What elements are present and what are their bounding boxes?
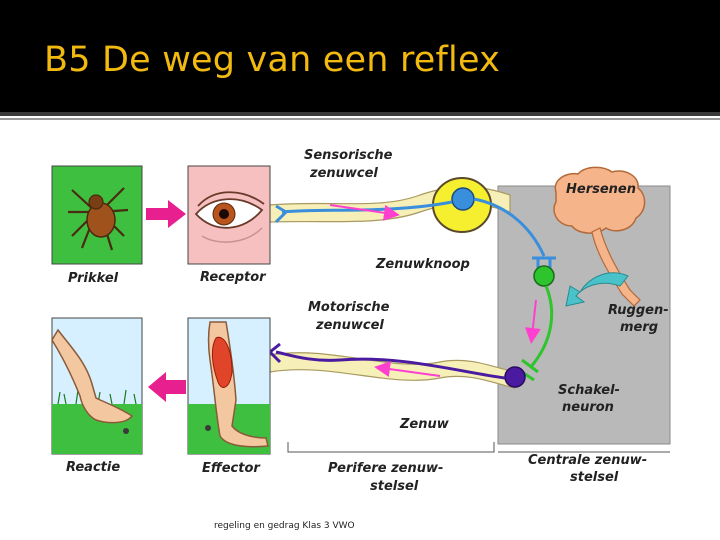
label-zenuw: Zenuw (399, 417, 450, 432)
title-divider (0, 112, 720, 116)
slide-title: B5 De weg van een reflex (44, 40, 500, 80)
muscle-icon (211, 336, 233, 388)
label-ruggen-2: merg (620, 320, 658, 335)
label-prikkel: Prikkel (68, 271, 119, 286)
sensory-neuron-body (451, 187, 475, 211)
label-perifere-1: Perifere zenuw- (328, 461, 443, 476)
sensory-dendrite (274, 204, 289, 224)
signal-arrow-inter (524, 299, 541, 344)
brain (553, 166, 646, 234)
label-schakel-2: neuron (562, 400, 614, 415)
title-divider-thin (0, 118, 720, 120)
sensory-synapse (532, 256, 556, 268)
sensory-neuron-axon-cns (473, 197, 546, 257)
label-motorische-2: zenuwcel (315, 318, 384, 333)
label-effector: Effector (202, 461, 261, 476)
label-sensorische-1: Sensorische (304, 148, 393, 163)
eye-icon (194, 191, 265, 243)
motor-neuron-body (504, 366, 526, 388)
label-ruggen-1: Ruggen- (608, 303, 669, 318)
label-reactie: Reactie (66, 460, 120, 475)
interneuron-axon (528, 285, 554, 369)
label-hersenen: Hersenen (566, 182, 636, 197)
label-receptor: Receptor (200, 270, 267, 285)
label-centrale-1: Centrale zenuw- (528, 453, 647, 468)
bracket-peripheral (287, 442, 495, 453)
leg-reactie-icon (51, 328, 134, 424)
label-centrale-2: stelsel (570, 470, 619, 485)
label-zenuwknoop: Zenuwknoop (375, 257, 470, 272)
label-schakel-1: Schakel- (558, 383, 620, 398)
footer-text: regeling en gedrag Klas 3 VWO (214, 521, 355, 531)
title-bar (0, 0, 720, 112)
interneuron-body (533, 265, 555, 287)
signal-arrow-sensory (329, 204, 400, 221)
label-sensorische-2: zenuwcel (309, 166, 378, 181)
spinal-cord (591, 227, 641, 307)
cns-arrow (565, 272, 629, 307)
label-perifere-2: stelsel (370, 479, 419, 494)
signal-arrow-motor (374, 361, 441, 378)
motor-neuron-axon (275, 350, 506, 380)
reaction-arrow (148, 372, 186, 402)
label-motorische-1: Motorische (308, 300, 390, 315)
stimulus-arrow (146, 200, 186, 228)
